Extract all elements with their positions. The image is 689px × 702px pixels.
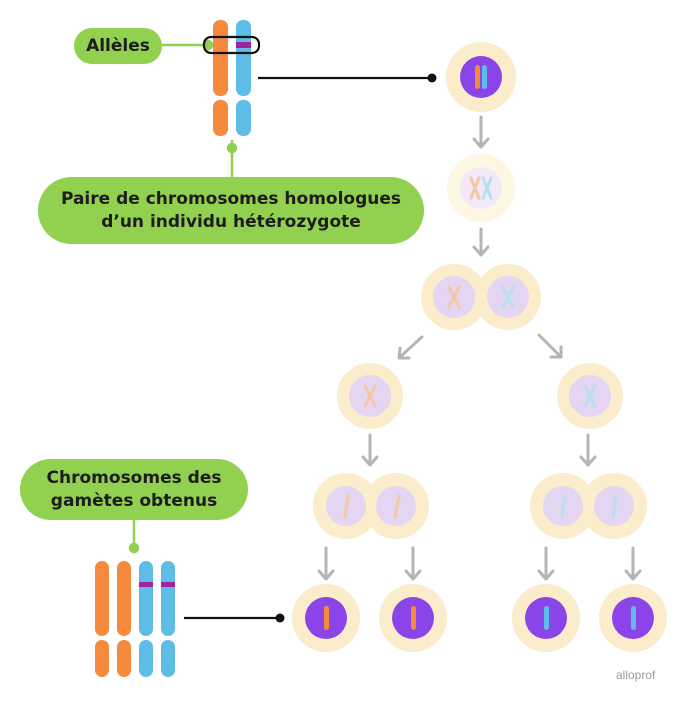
homologous-pair-label-line2: d’un individu hétérozygote (101, 211, 361, 232)
gamete-chromosomes-label-line1: Chromosomes des (46, 468, 222, 489)
homologous-pair-label-line1: Paire de chromosomes homologues (60, 189, 402, 210)
connector-lines (128, 39, 238, 554)
arrows (317, 115, 642, 581)
gamete-chromosomes-label: Chromosomes des gamètes obtenus (20, 459, 248, 520)
meiosis-two-left (313, 473, 429, 539)
initial-cell (446, 42, 516, 112)
pointer-to-gametes (184, 613, 285, 623)
pointer-to-first-cell (258, 73, 437, 83)
gamete-chromosomes-label-line2: gamètes obtenus (50, 490, 218, 511)
gamete-3 (512, 584, 580, 652)
daughter-cell-left (337, 363, 403, 429)
homologous-pair-label: Paire de chromosomes homologues d’un ind… (38, 177, 424, 244)
meiosis-one-dividing-cell (421, 264, 541, 330)
alleles-label: Allèles (74, 28, 162, 64)
gamete-chromosomes (95, 561, 175, 677)
alloprof-logo-text: alloprof (616, 668, 656, 682)
meiosis-two-right (530, 473, 647, 539)
gamete-1 (292, 584, 360, 652)
replicated-cell (447, 154, 515, 222)
alleles-label-text: Allèles (86, 35, 150, 56)
gamete-4 (599, 584, 667, 652)
allele-highlight-box (202, 35, 261, 55)
homologous-chromosome-pair (202, 20, 261, 136)
daughter-cell-right (557, 363, 623, 429)
gamete-2 (379, 584, 447, 652)
